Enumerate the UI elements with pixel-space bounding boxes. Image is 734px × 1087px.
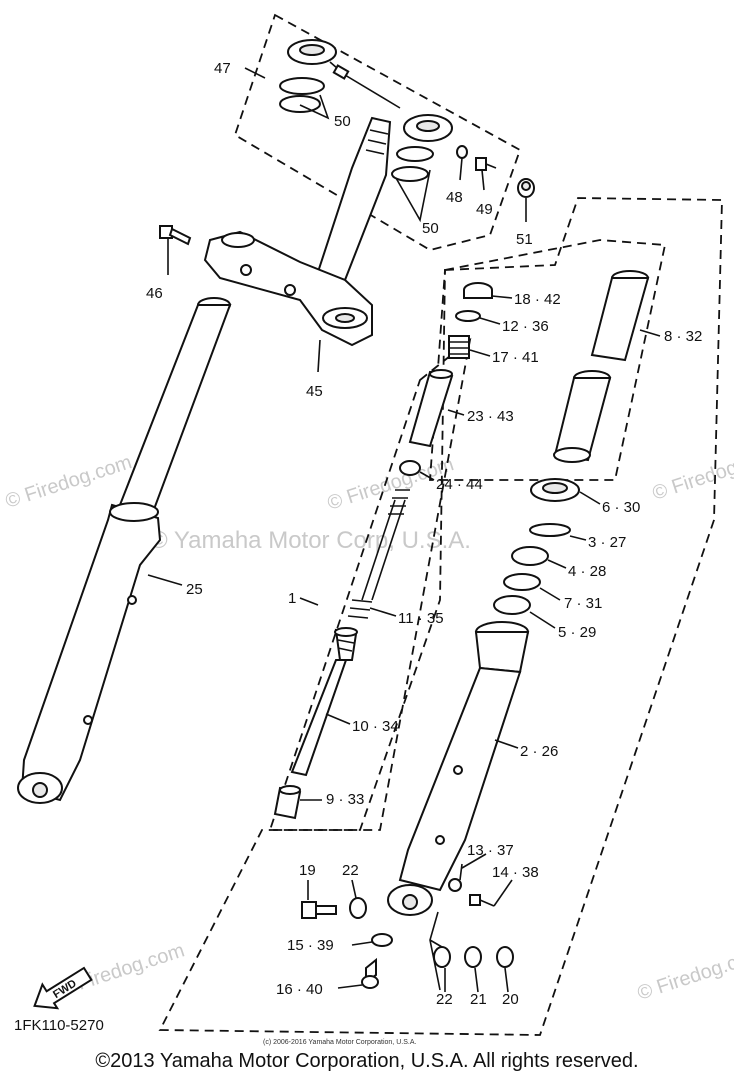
footer-copyright: ©2013 Yamaha Motor Corporation, U.S.A. A… — [95, 1050, 639, 1072]
group-47-outline — [233, 13, 522, 251]
inner-tube-8 — [553, 270, 650, 463]
label-15: 15 · 39 — [287, 937, 334, 954]
clip-3 — [529, 523, 571, 537]
label-19: 19 — [299, 862, 316, 879]
o-ring-12 — [455, 310, 481, 322]
label-18: 18 · 42 — [514, 291, 561, 308]
nut-13 — [448, 878, 462, 892]
nut-51 — [517, 178, 535, 198]
label-3: 3 · 27 — [588, 534, 626, 551]
label-46: 46 — [146, 285, 163, 302]
damper-rod-10 — [290, 627, 358, 777]
bushing-5 — [493, 595, 531, 615]
label-9: 9 · 33 — [326, 791, 364, 808]
label-5: 5 · 29 — [558, 624, 596, 641]
taper-spindle-9 — [273, 785, 302, 820]
label-50b: 50 — [422, 220, 439, 237]
label-23: 23 · 43 — [467, 408, 514, 425]
label-2: 2 · 26 — [520, 743, 558, 760]
outer-tube-2 — [387, 621, 530, 916]
label-14: 14 · 38 — [492, 864, 539, 881]
bushing-7 — [503, 573, 541, 591]
bolt-14 — [469, 894, 495, 907]
group-1-outline — [429, 239, 667, 481]
label-1: 1 — [288, 590, 296, 607]
label-6: 6 · 30 — [602, 499, 640, 516]
watermark-firedog-left: © Firedog.com — [3, 451, 135, 513]
watermark-yamaha: © Yamaha Motor Corp, U.S.A. — [150, 527, 471, 554]
label-45: 45 — [306, 383, 323, 400]
watermark-firedog-lower-right: © Firedog.com — [635, 943, 734, 1005]
label-16: 16 · 40 — [276, 981, 323, 998]
small-copyright: (c) 2006-2016 Yamaha Motor Corporation, … — [263, 1039, 416, 1046]
fork-internals-outline — [158, 197, 723, 1036]
label-17: 17 · 41 — [492, 349, 539, 366]
label-51: 51 — [516, 231, 533, 248]
label-24: 24 · 44 — [436, 476, 483, 493]
group-damper-outline — [268, 337, 472, 831]
label-22a: 22 — [342, 862, 359, 879]
label-47: 47 — [214, 60, 231, 77]
label-13: 13 · 37 — [467, 842, 514, 859]
fork-assembly-25 — [17, 297, 232, 804]
steering-bearing-assembly — [279, 39, 453, 182]
label-10: 10 · 34 — [352, 718, 399, 735]
label-11: 11 · 35 — [398, 610, 444, 627]
fork-spring-11 — [347, 489, 410, 619]
washer-15 — [371, 933, 393, 947]
part-code: 1FK110-5270 — [14, 1017, 104, 1034]
watermark-firedog-right: © Firedog.com — [650, 443, 734, 505]
label-7: 7 · 31 — [564, 595, 602, 612]
bolt-16 — [361, 957, 379, 989]
cap-18 — [463, 282, 493, 299]
label-4: 4 · 28 — [568, 563, 606, 580]
label-20: 20 — [502, 991, 519, 1008]
oil-seal-6-inner — [542, 482, 568, 494]
steering-stem-bracket — [203, 116, 392, 347]
label-22b: 22 — [436, 991, 453, 1008]
washer-4 — [511, 546, 549, 566]
label-48: 48 — [446, 189, 463, 206]
label-8: 8 · 32 — [664, 328, 702, 345]
label-49: 49 — [476, 201, 493, 218]
bolt-19 — [301, 901, 337, 919]
nuts-20-22 — [433, 946, 514, 968]
watermark-firedog-lower-left: Firedog.com — [75, 939, 188, 994]
washer-22-top — [349, 897, 367, 919]
leader-lines — [147, 67, 661, 993]
screw-49 — [475, 157, 497, 171]
bolt-17 — [448, 335, 470, 359]
bolt-46 — [159, 225, 192, 246]
washer-48 — [456, 145, 468, 159]
label-12: 12 · 36 — [502, 318, 549, 335]
label-21: 21 — [470, 991, 487, 1008]
washer-24 — [399, 460, 421, 476]
spacer-23 — [408, 369, 454, 448]
label-50a: 50 — [334, 113, 351, 130]
label-25: 25 — [186, 581, 203, 598]
